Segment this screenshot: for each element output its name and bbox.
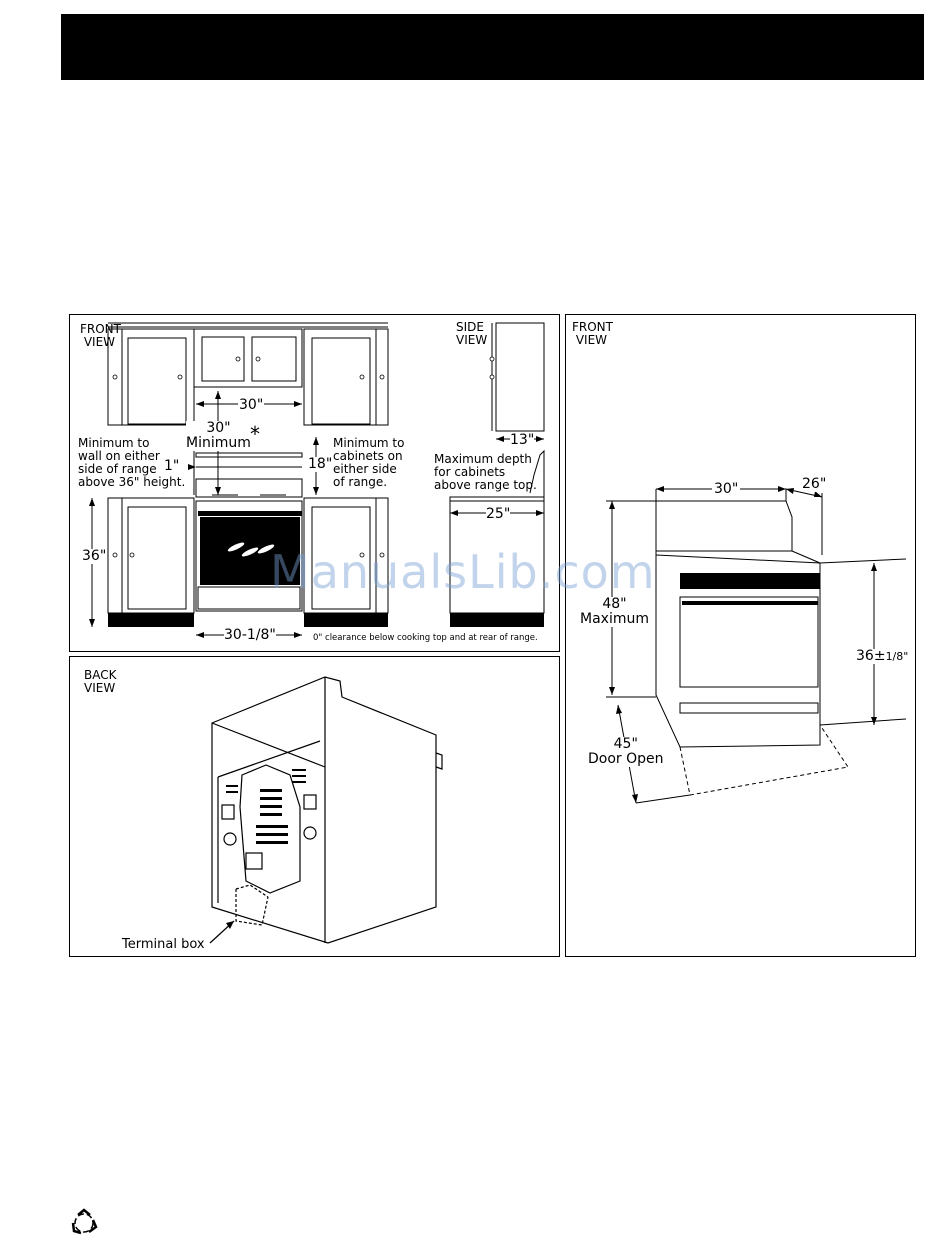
dim-18: 18": [308, 456, 333, 472]
asterisk: *: [250, 422, 260, 446]
page-header-bar: [61, 14, 924, 80]
front-view-range-panel: FRONT VIEW 30" 26" 48"Maximum 36±1/8" 45…: [565, 314, 916, 957]
terminal-box-label: Terminal box: [122, 937, 205, 952]
recycle-icon: [71, 1208, 98, 1235]
front-view-label-2: FRONT VIEW: [572, 320, 613, 347]
note-clearance: 0" clearance below cooking top and at re…: [313, 633, 538, 643]
dim-30-1-8: 30-1/8": [224, 627, 276, 643]
dim-26-depth: 26": [802, 476, 827, 492]
dim-45-door-open: 45"Door Open: [588, 736, 664, 767]
watermark: ManualsLib.com: [270, 545, 656, 599]
dim-30-upper: 30": [238, 397, 265, 413]
dim-48-maximum: 48"Maximum: [580, 596, 649, 627]
range-back-view-drawing: [209, 676, 443, 944]
dim-36: 36": [82, 548, 107, 564]
dim-13: 13": [510, 432, 535, 448]
range-dimension-drawing: [606, 486, 907, 804]
cabinet-front-view-drawing: [89, 322, 545, 638]
dim-25: 25": [486, 506, 511, 522]
front-view-label: FRONT VIEW: [80, 322, 121, 349]
dim-1: 1": [164, 458, 180, 474]
dim-30-width: 30": [712, 481, 741, 497]
dim-30-minimum: 30"Minimum: [186, 420, 251, 451]
dim-36-height: 36±1/8": [856, 648, 909, 664]
